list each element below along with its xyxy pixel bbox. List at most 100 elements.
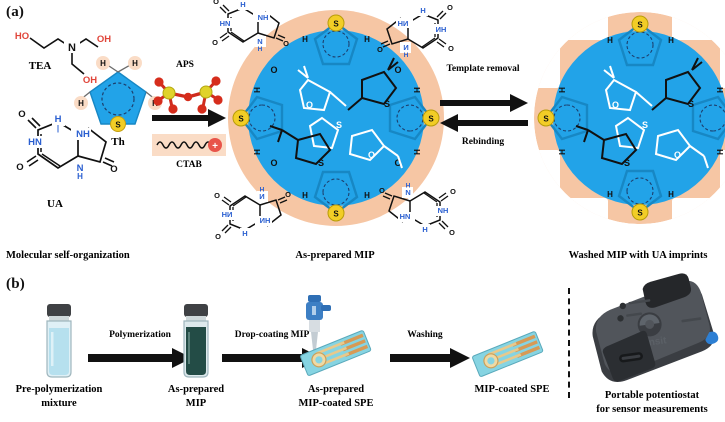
svg-text:H: H xyxy=(607,36,613,45)
svg-text:OH: OH xyxy=(83,75,97,86)
as-prepared-mip-diagram: H HN NH N H O O O xyxy=(211,0,460,242)
svg-text:+: + xyxy=(212,141,218,152)
svg-text:S: S xyxy=(637,209,643,218)
svg-text:N: N xyxy=(77,163,84,174)
electrode-strip-icon-raw xyxy=(300,330,372,378)
svg-text:S: S xyxy=(115,121,121,130)
svg-text:S: S xyxy=(637,21,643,30)
svg-text:S: S xyxy=(384,99,390,109)
svg-text:O: O xyxy=(394,158,401,168)
svg-text:S: S xyxy=(336,120,342,130)
svg-text:S: S xyxy=(238,115,244,124)
caption-device-line1: Portable potentiostat xyxy=(604,390,700,401)
svg-text:S: S xyxy=(688,99,694,109)
svg-text:N: N xyxy=(68,42,76,54)
section-divider xyxy=(568,288,570,398)
svg-text:H: H xyxy=(132,59,138,68)
arrow-drop-coating xyxy=(222,348,322,368)
svg-text:H: H xyxy=(412,149,421,155)
svg-text:H: H xyxy=(364,191,370,200)
svg-text:H: H xyxy=(253,149,262,155)
svg-text:|: | xyxy=(57,124,59,133)
vial-icon-mip xyxy=(175,302,217,378)
svg-text:S: S xyxy=(642,120,648,130)
panel-a-label: (a) xyxy=(6,4,25,20)
svg-text:H: H xyxy=(78,99,84,108)
svg-text:H: H xyxy=(668,36,674,45)
rebinding-label: Rebinding xyxy=(461,137,505,147)
svg-text:O: O xyxy=(270,158,277,168)
svg-text:O: O xyxy=(16,162,23,173)
svg-text:S: S xyxy=(318,158,324,168)
svg-text:H: H xyxy=(715,87,724,93)
template-removal-label: Template removal xyxy=(446,64,520,74)
arrow-drop-coating-label: Drop-coating MIP xyxy=(234,330,310,340)
svg-text:H: H xyxy=(302,35,308,44)
svg-text:HO: HO xyxy=(15,31,29,42)
caption-vial-mip-line2: MIP xyxy=(185,398,207,409)
caption-left: Molecular self-organization xyxy=(6,250,130,261)
thiophene-molecule: HH HH S xyxy=(74,56,162,142)
svg-text:H: H xyxy=(715,149,724,155)
svg-text:S: S xyxy=(624,158,630,168)
polythiophene-core: O S S S xyxy=(575,57,709,169)
caption-spe-raw-line1: As-prepared xyxy=(307,384,365,395)
svg-text:H: H xyxy=(100,59,106,68)
svg-text:H: H xyxy=(253,87,262,93)
svg-text:O: O xyxy=(270,65,277,75)
surfactant-chain-icon: + xyxy=(152,132,226,158)
pipette-icon xyxy=(296,294,336,354)
panel-b-label: (b) xyxy=(6,276,25,292)
svg-text:OH: OH xyxy=(97,34,111,45)
svg-text:O: O xyxy=(18,109,25,120)
svg-text:O: O xyxy=(674,150,681,160)
caption-right: Washed MIP with UA imprints xyxy=(568,250,708,261)
caption-vial-mip-line1: As-prepared xyxy=(167,384,225,395)
caption-vial-pre-line1: Pre-polymerization xyxy=(15,384,103,395)
svg-text:S: S xyxy=(543,115,549,124)
arrow-polymerization-label: Polymerization xyxy=(109,330,171,340)
ammonium-persulfate-icon xyxy=(152,76,224,116)
aps-label: APS xyxy=(176,60,194,70)
ua-label: UA xyxy=(47,198,63,210)
tea-molecule: N HO OH OH xyxy=(6,22,118,94)
svg-text:H: H xyxy=(55,114,62,125)
caption-middle: As-prepared MIP xyxy=(295,250,375,261)
caption-spe-final: MIP-coated SPE xyxy=(474,384,550,395)
svg-text:H: H xyxy=(77,172,83,181)
svg-text:O: O xyxy=(612,100,619,110)
svg-text:H: H xyxy=(668,190,674,199)
svg-text:S: S xyxy=(428,115,434,124)
svg-text:H: H xyxy=(412,87,421,93)
ctab-label: CTAB xyxy=(176,160,202,170)
tea-label: TEA xyxy=(28,60,52,72)
washed-mip-diagram: S S S S H H H H H H H H O xyxy=(522,2,725,238)
caption-device-line2: for sensor measurements xyxy=(596,404,708,415)
polythiophene-core: O S S S xyxy=(269,57,403,169)
electrode-strip-icon-final xyxy=(472,331,544,378)
ua-molecule: H | HN NH N H O O O xyxy=(8,108,118,200)
svg-text:H: H xyxy=(302,191,308,200)
svg-text:H: H xyxy=(364,35,370,44)
polymerization-arrow-a xyxy=(150,108,228,128)
svg-text:H: H xyxy=(558,149,567,155)
potentiostat-device: sensit xyxy=(583,273,723,384)
arrow-washing xyxy=(390,348,470,368)
svg-text:H: H xyxy=(607,190,613,199)
caption-vial-pre-line2: mixture xyxy=(41,398,77,409)
svg-text:S: S xyxy=(333,20,339,29)
svg-text:O: O xyxy=(368,150,375,160)
svg-text:NH: NH xyxy=(76,129,90,140)
svg-text:HN: HN xyxy=(28,137,42,148)
sulfur-atoms: S S S S xyxy=(537,15,649,221)
arrow-polymerization xyxy=(88,348,192,368)
svg-text:H: H xyxy=(558,87,567,93)
svg-text:O: O xyxy=(110,164,117,175)
sulfur-atoms: S S S S xyxy=(232,14,440,222)
svg-text:S: S xyxy=(333,210,339,219)
svg-text:O: O xyxy=(306,100,313,110)
arrow-washing-label: Washing xyxy=(407,330,443,340)
vial-icon-pre xyxy=(38,302,80,378)
svg-text:O: O xyxy=(394,65,401,75)
